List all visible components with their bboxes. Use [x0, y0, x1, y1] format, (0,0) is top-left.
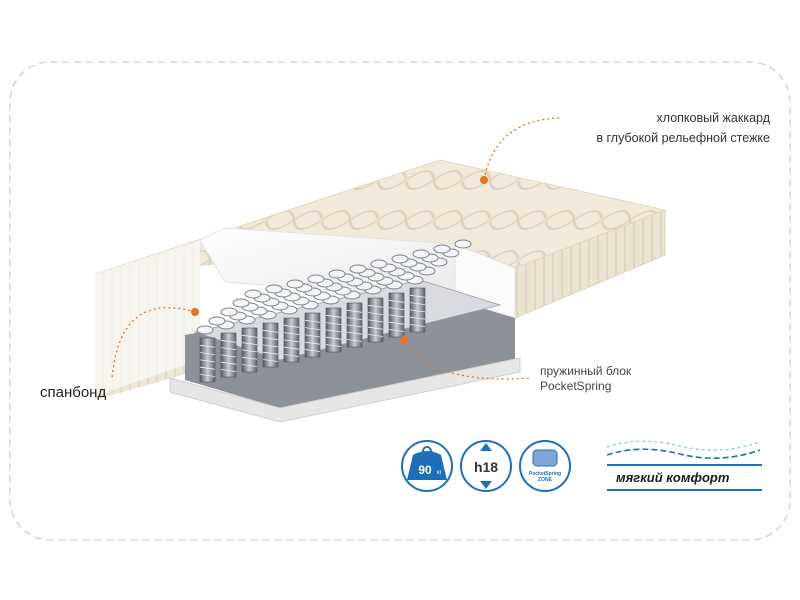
spring-coil-wire [199, 352, 216, 355]
callout-line-spunbond [111, 307, 196, 379]
spring-coil-wire [283, 339, 300, 343]
spring-coil-wire [409, 324, 426, 327]
spring-coil-wire [367, 312, 384, 315]
top-cover-callout-label: хлопковый жаккард в глубокой рельефной с… [560, 108, 770, 148]
spring-coil-wire [220, 354, 237, 358]
max-load-unit: кг [437, 470, 443, 476]
spring-coil-wire [220, 339, 237, 343]
spring-coil-top [328, 269, 346, 279]
spring-coil-wire [262, 359, 279, 362]
spring-coil-top [286, 279, 304, 289]
spunbond-layer [169, 357, 521, 423]
spring-block-line2: PocketSpring [540, 379, 612, 393]
spring-coil-top [454, 239, 472, 249]
height-value: h18 [474, 459, 498, 475]
spring-coil-wire [199, 359, 216, 363]
spring-coil-wire [283, 324, 300, 328]
spring-coil-wire [409, 316, 426, 320]
spring-block-callout-label: пружинный блок PocketSpring [540, 364, 631, 394]
spring-coil-wire [346, 317, 363, 320]
spring-coil-top [307, 274, 325, 284]
spring-coil-wire [367, 334, 384, 337]
spring-coil-top [244, 289, 262, 299]
dashed-frame [9, 61, 791, 541]
callout-line-jacquard [483, 117, 561, 181]
spring-coil-wire [283, 332, 300, 335]
spring-coil-wire [325, 314, 342, 318]
spring-coil-wire [409, 294, 426, 298]
spring-coil-top [433, 244, 451, 254]
spring-coil-wire [199, 374, 216, 377]
spring-coil-wire [262, 329, 279, 333]
top-cover-line2: в глубокой рельефной стежке [596, 131, 770, 145]
arrow-down-icon [480, 481, 492, 489]
spring-coil-wire [367, 304, 384, 308]
spring-logo-line2: ZONE [538, 477, 553, 483]
firmness-badge [606, 440, 762, 491]
spring-coil-wire [388, 329, 405, 332]
spring-coil-top [196, 325, 214, 335]
spring-coil-wire [367, 326, 384, 330]
spring-coil-wire [304, 327, 321, 330]
spring-coil-wire [325, 329, 342, 333]
spring-coil-wire [388, 299, 405, 303]
spring-coil-top [391, 254, 409, 264]
spunbond-callout-label: спанбонд [40, 384, 107, 401]
spring-coil-wire [220, 347, 237, 350]
spring-coil-wire [262, 337, 279, 340]
spring-coil-top [232, 298, 250, 308]
cutaway-left-wall [95, 240, 200, 396]
top-cover-line1: хлопковый жаккард [656, 111, 770, 125]
spring-coil-wire [409, 302, 426, 305]
spring-coil-top [220, 307, 238, 317]
spring-block-front [199, 287, 426, 383]
spring-coil-wire [283, 346, 300, 350]
spring-coil-top [349, 264, 367, 274]
spring-coil-wire [241, 349, 258, 353]
spring-logo-line1: PocketSpring [529, 471, 561, 477]
spring-coil-wire [325, 336, 342, 340]
arrow-up-icon [480, 443, 492, 451]
spring-coil-top [370, 259, 388, 269]
spring-coil-wire [388, 314, 405, 318]
spring-coil-wire [304, 334, 321, 338]
spring-coil-wire [388, 321, 405, 325]
spring-coil-wire [346, 331, 363, 335]
max-load-badge: 90 кг [401, 440, 453, 492]
spring-coil-wire [388, 307, 405, 310]
callout-line-spring [403, 339, 531, 380]
spring-coil-wire [241, 364, 258, 367]
spring-coil-wire [241, 342, 258, 345]
spring-block-line1: пружинный блок [540, 364, 632, 378]
spring-coil-wire [262, 351, 279, 355]
spring-unit-icon [532, 449, 558, 467]
spring-coil-wire [220, 361, 237, 365]
spring-coil-wire [220, 369, 237, 372]
spring-block-coils [196, 239, 472, 335]
spring-coil-wire [409, 309, 426, 313]
spring-coil-wire [304, 319, 321, 323]
spring-coil-wire [325, 322, 342, 325]
height-badge: h18 [460, 440, 512, 492]
spring-coil-wire [346, 324, 363, 328]
spring-coil-wire [241, 334, 258, 338]
spring-coil-wire [241, 356, 258, 360]
spring-coil-top [412, 249, 430, 259]
spring-coil-top [265, 284, 283, 294]
firmness-label: мягкий комфорт [616, 470, 730, 485]
spring-coil-wire [346, 309, 363, 313]
spring-coil-wire [199, 366, 216, 370]
spring-coil-wire [304, 349, 321, 352]
pocketspring-zone-badge: PocketSpring ZONE [519, 440, 571, 492]
spring-coil-wire [199, 344, 216, 348]
spring-coil-top [208, 316, 226, 326]
spring-coil-wire [283, 354, 300, 357]
spring-coil-wire [304, 341, 321, 345]
spring-coil-wire [367, 319, 384, 323]
spring-coil-wire [262, 344, 279, 348]
spring-coil-wire [346, 339, 363, 342]
spring-coil-wire [325, 344, 342, 347]
max-load-value: 90 [418, 463, 432, 477]
